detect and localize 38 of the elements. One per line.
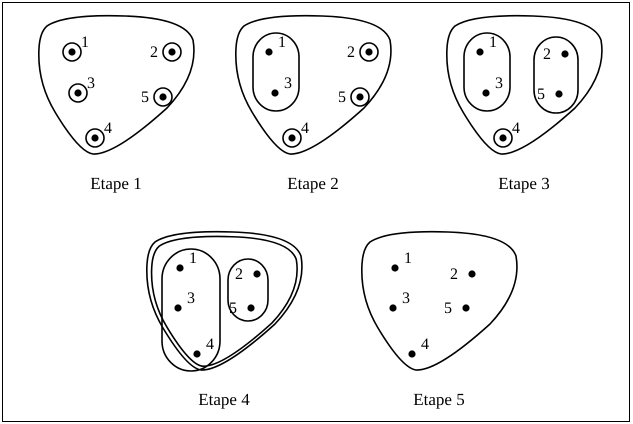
point-number: 4 bbox=[301, 121, 309, 137]
point-number: 5 bbox=[338, 90, 346, 106]
point-number: 1 bbox=[404, 251, 412, 267]
point-number: 1 bbox=[189, 251, 197, 267]
stage-caption: Etape 1 bbox=[89, 174, 143, 194]
point-number: 2 bbox=[347, 45, 355, 61]
point-number: 1 bbox=[278, 35, 286, 51]
group-outline bbox=[161, 248, 221, 372]
point-number: 5 bbox=[537, 87, 545, 103]
group-outline bbox=[533, 36, 579, 114]
point-number: 1 bbox=[81, 35, 89, 51]
point-number: 2 bbox=[543, 47, 551, 63]
point-number: 3 bbox=[402, 291, 410, 307]
stage-caption: Etape 4 bbox=[197, 390, 251, 410]
point-number: 4 bbox=[512, 121, 520, 137]
stage-caption: Etape 5 bbox=[412, 390, 466, 410]
point-number: 4 bbox=[421, 337, 429, 353]
point-number: 5 bbox=[141, 90, 149, 106]
point-number: 3 bbox=[495, 76, 503, 92]
point-number: 2 bbox=[450, 267, 458, 283]
group-outline bbox=[227, 258, 269, 322]
point-number: 2 bbox=[235, 267, 243, 283]
circled-data-point bbox=[347, 39, 381, 63]
point-number: 1 bbox=[489, 35, 497, 51]
point-number: 5 bbox=[444, 301, 452, 317]
stage-caption: Etape 2 bbox=[286, 174, 340, 194]
circled-data-point bbox=[150, 39, 184, 63]
circled-data-point bbox=[141, 84, 175, 108]
point-number: 4 bbox=[206, 337, 214, 353]
circled-data-point bbox=[338, 84, 372, 108]
stage-caption: Etape 3 bbox=[497, 174, 551, 194]
group-outline bbox=[252, 32, 300, 112]
point-number: 4 bbox=[104, 121, 112, 137]
point-number: 3 bbox=[87, 76, 95, 92]
group-outline bbox=[463, 32, 511, 112]
point-number: 3 bbox=[187, 291, 195, 307]
point-number: 3 bbox=[284, 76, 292, 92]
point-number: 2 bbox=[150, 45, 158, 61]
